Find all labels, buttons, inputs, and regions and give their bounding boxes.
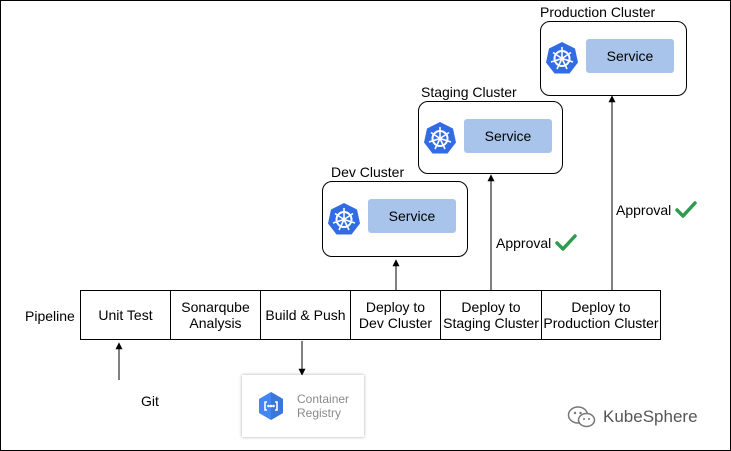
dev-cluster: Service xyxy=(322,181,468,257)
production-approval: Approval xyxy=(616,200,697,220)
checkmark-icon xyxy=(555,234,577,251)
stage-label: Build & Push xyxy=(265,307,346,323)
stage-label: Sonarqube Analysis xyxy=(181,299,250,331)
approval-label: Approval xyxy=(496,235,552,251)
checkmark-icon xyxy=(675,201,697,218)
stage-label: Deploy to Production Cluster xyxy=(543,299,659,331)
production-cluster-title: Production Cluster xyxy=(540,4,656,20)
wechat-icon xyxy=(567,406,596,428)
pipeline-label: Pipeline xyxy=(25,308,75,324)
container-registry: Container Registry xyxy=(242,375,364,437)
kubernetes-icon xyxy=(546,42,578,74)
stage-deploy-dev: Deploy to Dev Cluster xyxy=(350,290,441,340)
stage-deploy-production: Deploy to Production Cluster xyxy=(541,290,661,340)
dev-service: Service xyxy=(368,199,456,233)
stage-label: Deploy to Staging Cluster xyxy=(443,299,539,331)
approval-label: Approval xyxy=(616,202,672,218)
stage-label: Deploy to Dev Cluster xyxy=(358,299,433,331)
registry-label: Container Registry xyxy=(297,392,350,420)
container-registry-icon xyxy=(259,392,283,420)
stage-label: Unit Test xyxy=(98,307,153,323)
staging-cluster-title: Staging Cluster xyxy=(421,84,517,100)
stage-deploy-staging: Deploy to Staging Cluster xyxy=(440,290,542,340)
staging-cluster: Service xyxy=(418,101,563,174)
git-label: Git xyxy=(141,393,159,409)
watermark-text: KubeSphere xyxy=(603,407,698,426)
kubernetes-icon xyxy=(328,203,360,235)
stage-sonarqube-analysis: Sonarqube Analysis xyxy=(170,290,261,340)
stage-build-push: Build & Push xyxy=(260,290,351,340)
stage-unit-test: Unit Test xyxy=(80,290,171,340)
staging-service: Service xyxy=(464,119,552,153)
staging-approval: Approval xyxy=(496,233,577,253)
kubernetes-icon xyxy=(424,122,456,154)
dev-cluster-title: Dev Cluster xyxy=(331,164,405,180)
production-cluster: Service xyxy=(540,21,687,96)
kubesphere-watermark: KubeSphere xyxy=(567,405,698,429)
production-service: Service xyxy=(586,39,674,73)
